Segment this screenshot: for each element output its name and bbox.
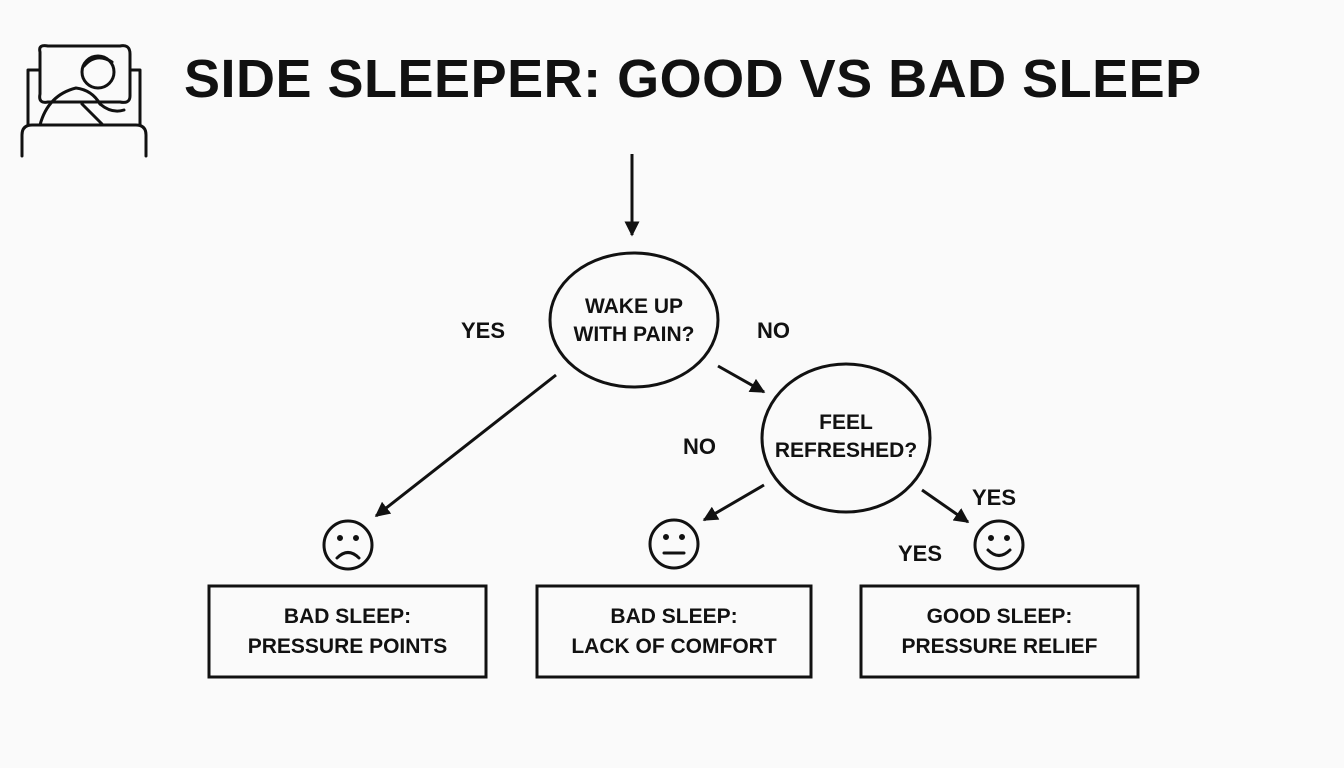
outcome-box-lack-of-comfort: [535, 584, 813, 679]
decision-label-line2: WITH PAIN?: [573, 323, 695, 346]
edge-label-refreshed-yes-lower: YES: [898, 541, 943, 566]
arrow-refreshed-yes: [921, 488, 970, 524]
neutral-face-icon: [648, 518, 700, 570]
arrow-pain-no: [717, 364, 766, 394]
arrow-refreshed-no: [702, 483, 765, 522]
edge-label-refreshed-yes-upper: YES: [972, 485, 1017, 510]
decision-node-feel-refreshed: [760, 362, 932, 514]
outcome-box-pressure-points: [207, 584, 488, 679]
sad-face-icon: [322, 519, 374, 571]
decision-label-line2: REFRESHED?: [774, 439, 918, 462]
page-title: SIDE SLEEPER: GOOD VS BAD SLEEP: [184, 49, 1202, 109]
decision-label-line1: WAKE UP: [584, 295, 683, 318]
outcome-label-line2: PRESSURE POINTS: [247, 634, 448, 658]
outcome-label-lack-of-comfort: BAD SLEEP: LACK OF COMFORT: [537, 586, 811, 677]
decision-label-line1: FEEL: [819, 411, 873, 434]
edge-label-pain-yes: YES: [461, 318, 506, 343]
outcome-label-line2: LACK OF COMFORT: [571, 634, 777, 658]
outcome-label-line2: PRESSURE RELIEF: [901, 634, 1098, 658]
outcome-label-pressure-relief: GOOD SLEEP: PRESSURE RELIEF: [861, 586, 1138, 677]
edge-label-refreshed-no: NO: [683, 434, 716, 459]
person-sleeping-in-bed-icon: [20, 44, 148, 158]
decision-label-wake-up-pain: WAKE UP WITH PAIN?: [558, 290, 710, 352]
outcome-label-line1: GOOD SLEEP:: [926, 604, 1073, 628]
decision-label-feel-refreshed: FEEL REFRESHED?: [766, 406, 926, 468]
happy-face-icon: [973, 519, 1025, 571]
arrow-pain-yes: [374, 373, 557, 518]
outcome-label-line1: BAD SLEEP:: [283, 604, 412, 628]
outcome-box-pressure-relief: [859, 584, 1140, 679]
edge-label-pain-no: NO: [757, 318, 790, 343]
outcome-label-pressure-points: BAD SLEEP: PRESSURE POINTS: [209, 586, 486, 677]
outcome-label-line1: BAD SLEEP:: [610, 604, 738, 628]
decision-node-wake-up-pain: [548, 251, 720, 389]
